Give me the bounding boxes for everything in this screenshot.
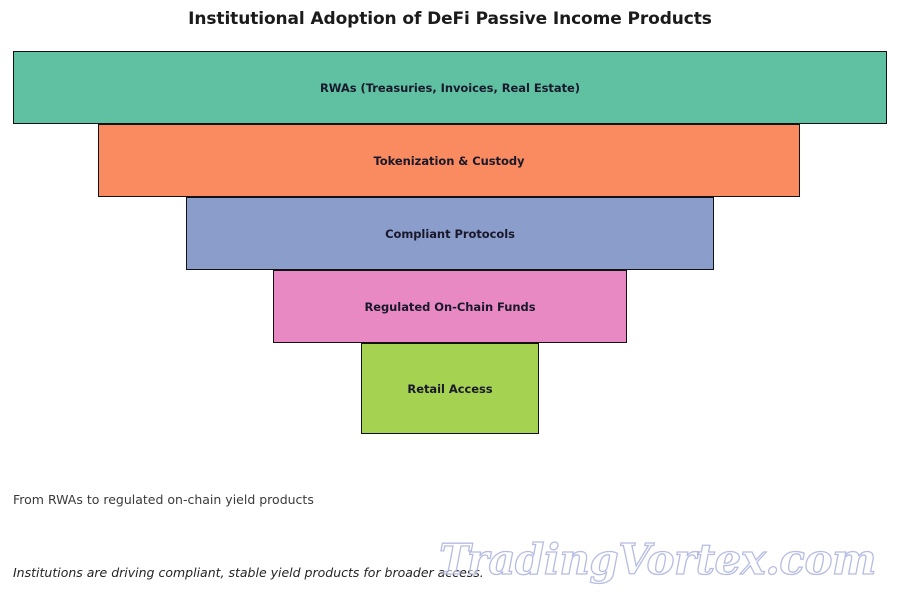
watermark-text: TradingVortex.com	[439, 535, 876, 584]
funnel-stage-3-label: Compliant Protocols	[385, 226, 515, 241]
watermark: TradingVortex.com	[437, 530, 892, 590]
page-title: Institutional Adoption of DeFi Passive I…	[188, 9, 712, 29]
funnel-stage-2-label: Tokenization & Custody	[373, 153, 525, 168]
funnel-stage-4[interactable]: Regulated On-Chain Funds	[273, 270, 627, 343]
funnel-stage-5-label: Retail Access	[407, 381, 493, 396]
funnel-chart: RWAs (Treasuries, Invoices, Real Estate)…	[13, 51, 887, 434]
chart-caption: From RWAs to regulated on-chain yield pr…	[13, 492, 314, 507]
funnel-stage-2[interactable]: Tokenization & Custody	[98, 124, 800, 197]
funnel-stage-1[interactable]: RWAs (Treasuries, Invoices, Real Estate)	[13, 51, 887, 124]
funnel-stage-1-label: RWAs (Treasuries, Invoices, Real Estate)	[319, 80, 580, 95]
funnel-stage-3[interactable]: Compliant Protocols	[186, 197, 714, 270]
chart-note: Institutions are driving compliant, stab…	[13, 565, 484, 580]
watermark-logo-icon: TradingVortex.com	[438, 534, 877, 584]
funnel-stage-5[interactable]: Retail Access	[361, 343, 539, 434]
funnel-stage-4-label: Regulated On-Chain Funds	[364, 299, 536, 314]
